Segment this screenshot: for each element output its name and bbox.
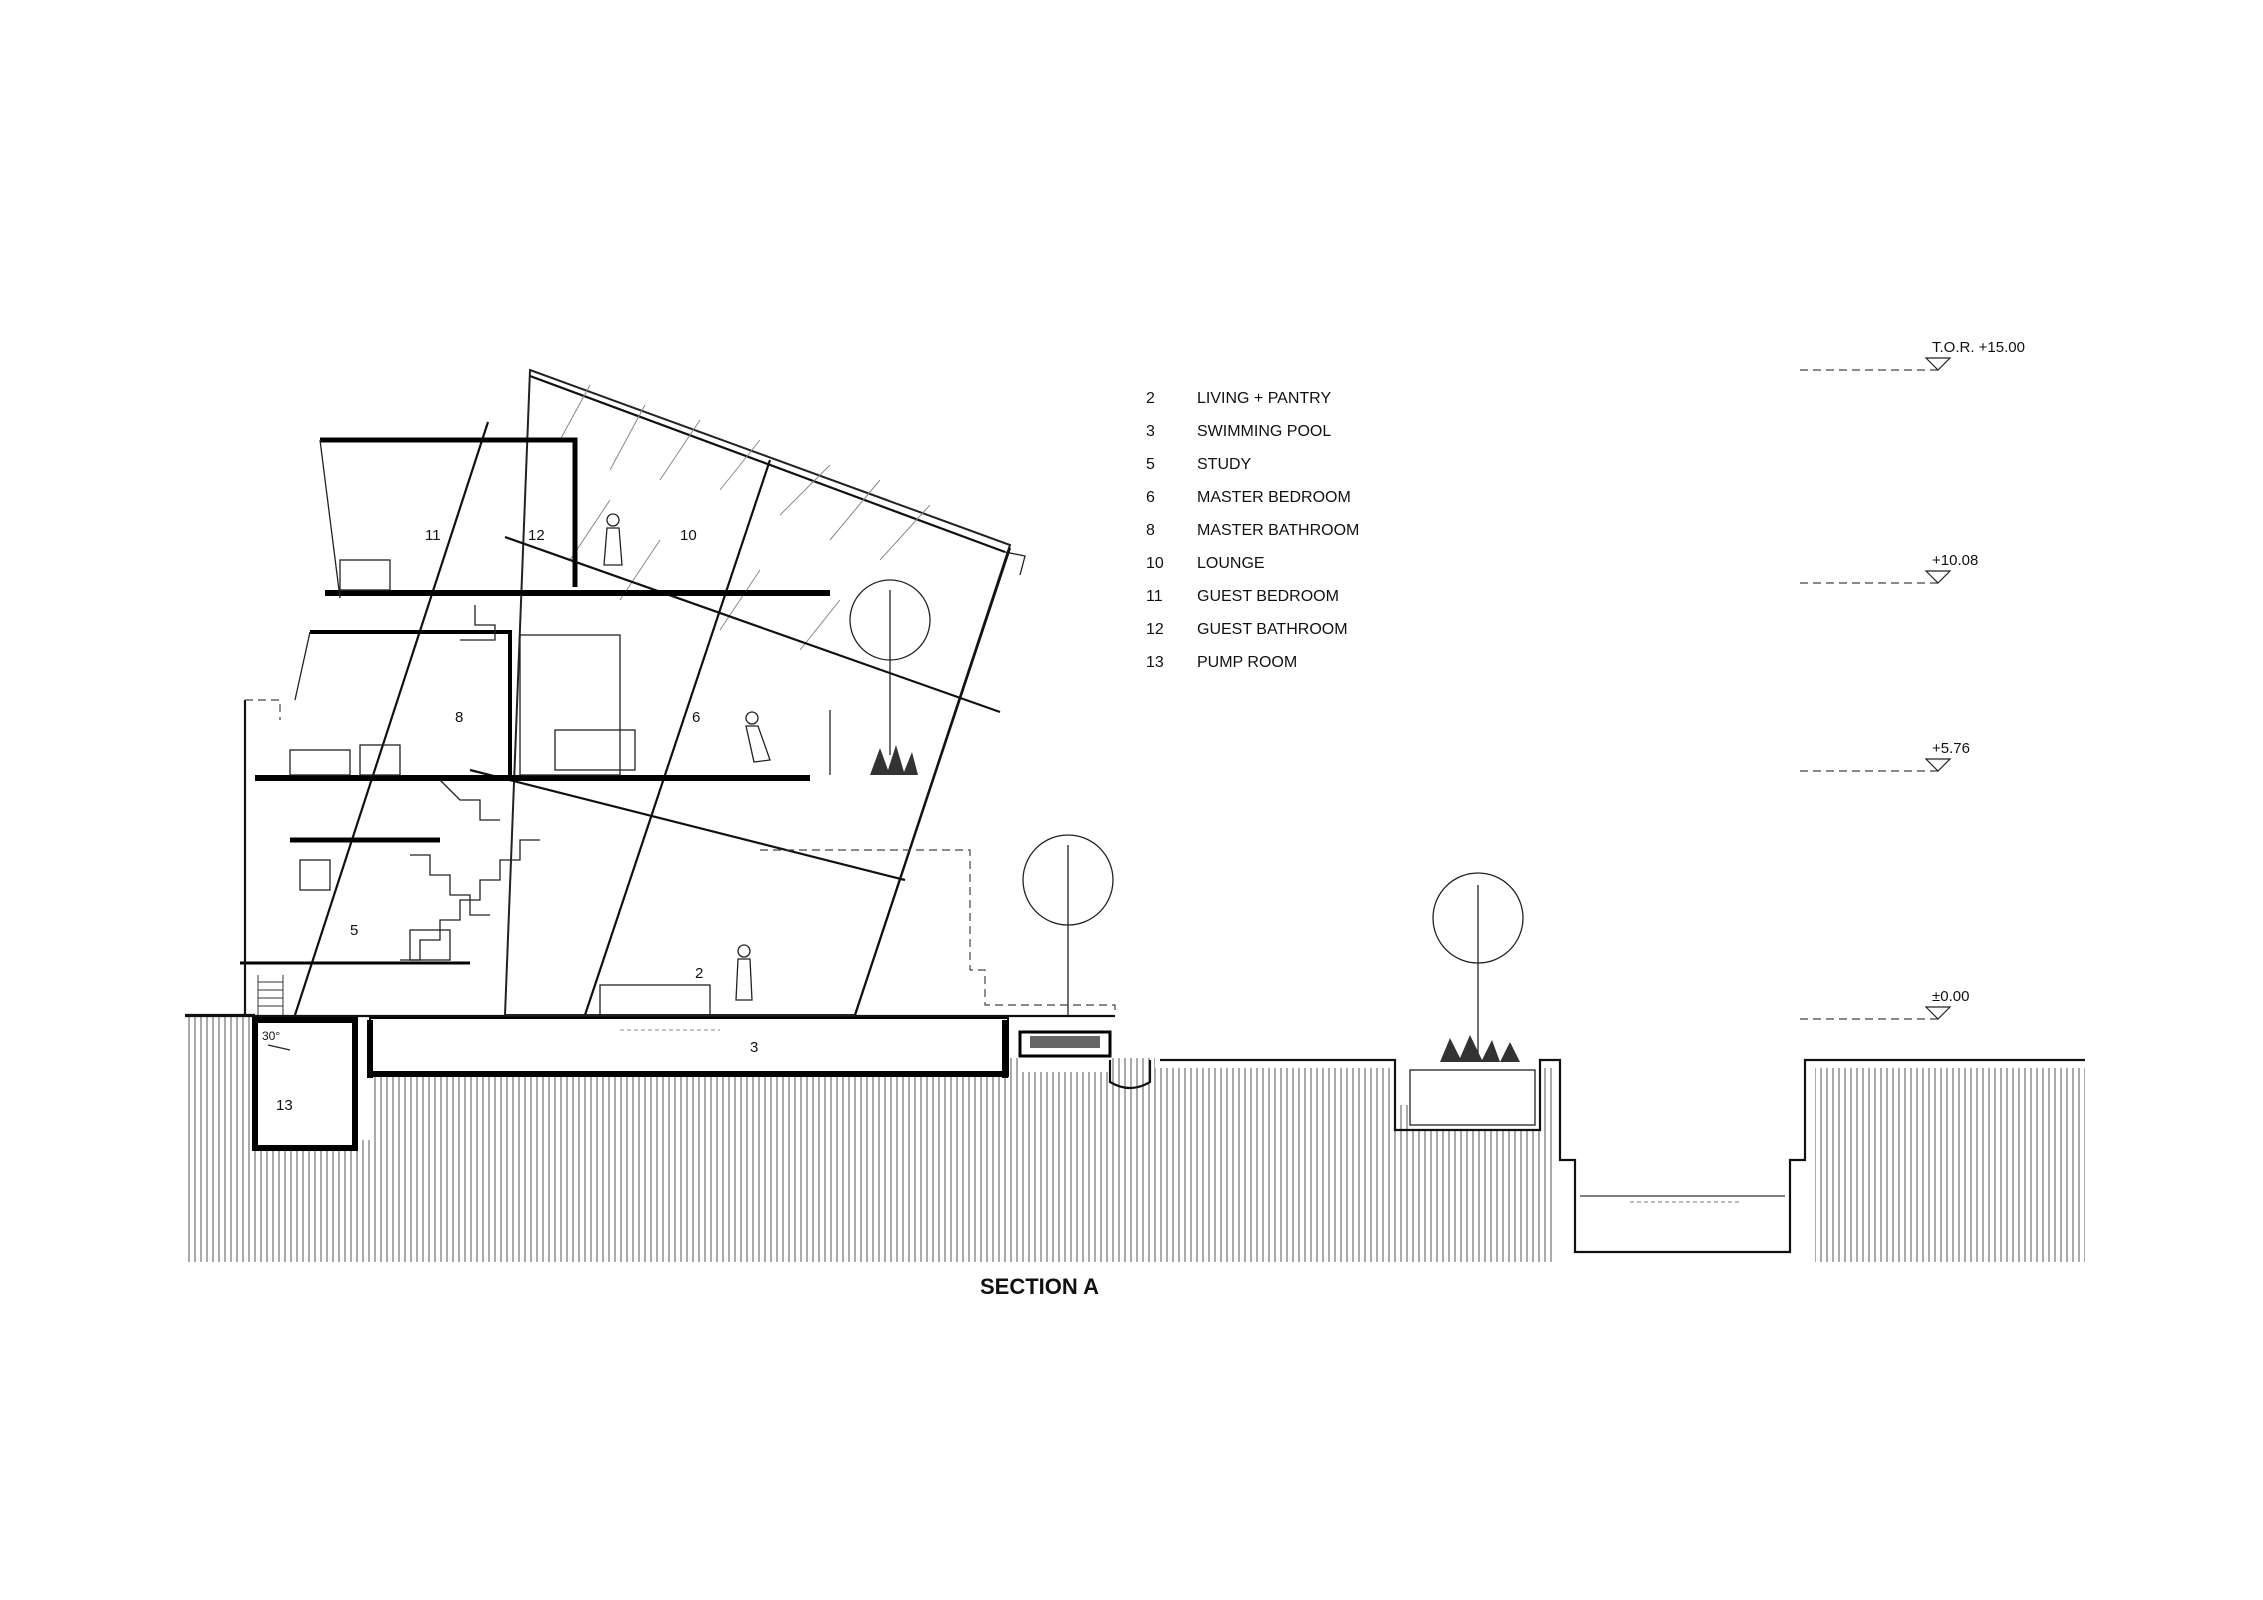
legend-label: MASTER BEDROOM bbox=[1197, 489, 1351, 506]
legend-num: 13 bbox=[1146, 654, 1164, 671]
legend-num: 11 bbox=[1146, 588, 1163, 605]
legend-num: 2 bbox=[1146, 390, 1155, 407]
level-marker: +5.76 bbox=[1800, 740, 1970, 772]
room-tag-13: 13 bbox=[276, 1097, 293, 1114]
room-tag-10: 10 bbox=[680, 527, 697, 544]
house-section bbox=[240, 368, 1524, 1062]
level-triangle-icon bbox=[1924, 758, 1952, 772]
room-tag-5: 5 bbox=[350, 922, 358, 939]
legend-label: GUEST BATHROOM bbox=[1197, 621, 1348, 638]
pool-structure bbox=[185, 1014, 1115, 1151]
level-markers: T.O.R. +15.00 +10.08 +5.76 ±0.00 bbox=[1800, 339, 2025, 1020]
legend-label: LOUNGE bbox=[1197, 555, 1265, 572]
level-label: +10.08 bbox=[1932, 552, 1978, 569]
legend-label: GUEST BEDROOM bbox=[1197, 588, 1339, 605]
legend-label: PUMP ROOM bbox=[1197, 654, 1297, 671]
room-tag-3: 3 bbox=[750, 1039, 758, 1056]
room-tag-12: 12 bbox=[528, 527, 545, 544]
room-tag-2: 2 bbox=[695, 965, 703, 982]
level-triangle-icon bbox=[1924, 1006, 1952, 1020]
level-marker: +10.08 bbox=[1800, 552, 1978, 584]
pump-angle-annotation: 30° bbox=[262, 1029, 280, 1043]
level-triangle-icon bbox=[1924, 570, 1952, 584]
level-label: T.O.R. +15.00 bbox=[1932, 339, 2025, 356]
room-legend: 2 LIVING + PANTRY 3 SWIMMING POOL 5 STUD… bbox=[1146, 390, 1359, 671]
legend-num: 8 bbox=[1146, 522, 1155, 539]
level-label: ±0.00 bbox=[1932, 988, 1969, 1005]
room-tag-8: 8 bbox=[455, 709, 463, 726]
legend-num: 5 bbox=[1146, 456, 1155, 473]
legend-num: 3 bbox=[1146, 423, 1155, 440]
legend-num: 12 bbox=[1146, 621, 1164, 638]
legend-label: SWIMMING POOL bbox=[1197, 423, 1331, 440]
level-marker: T.O.R. +15.00 bbox=[1800, 339, 2025, 371]
legend-num: 6 bbox=[1146, 489, 1155, 506]
legend-label: MASTER BATHROOM bbox=[1197, 522, 1359, 539]
level-triangle-icon bbox=[1924, 357, 1952, 371]
room-tags: 11 12 10 8 6 5 2 3 13 30° bbox=[262, 527, 758, 1114]
legend-label: LIVING + PANTRY bbox=[1197, 390, 1331, 407]
legend-num: 10 bbox=[1146, 555, 1164, 572]
legend-label: STUDY bbox=[1197, 456, 1252, 473]
room-tag-6: 6 bbox=[692, 709, 700, 726]
room-tag-11: 11 bbox=[425, 527, 441, 544]
level-marker: ±0.00 bbox=[1800, 988, 1969, 1020]
drawing-title: SECTION A bbox=[980, 1274, 1099, 1299]
level-label: +5.76 bbox=[1932, 740, 1970, 757]
